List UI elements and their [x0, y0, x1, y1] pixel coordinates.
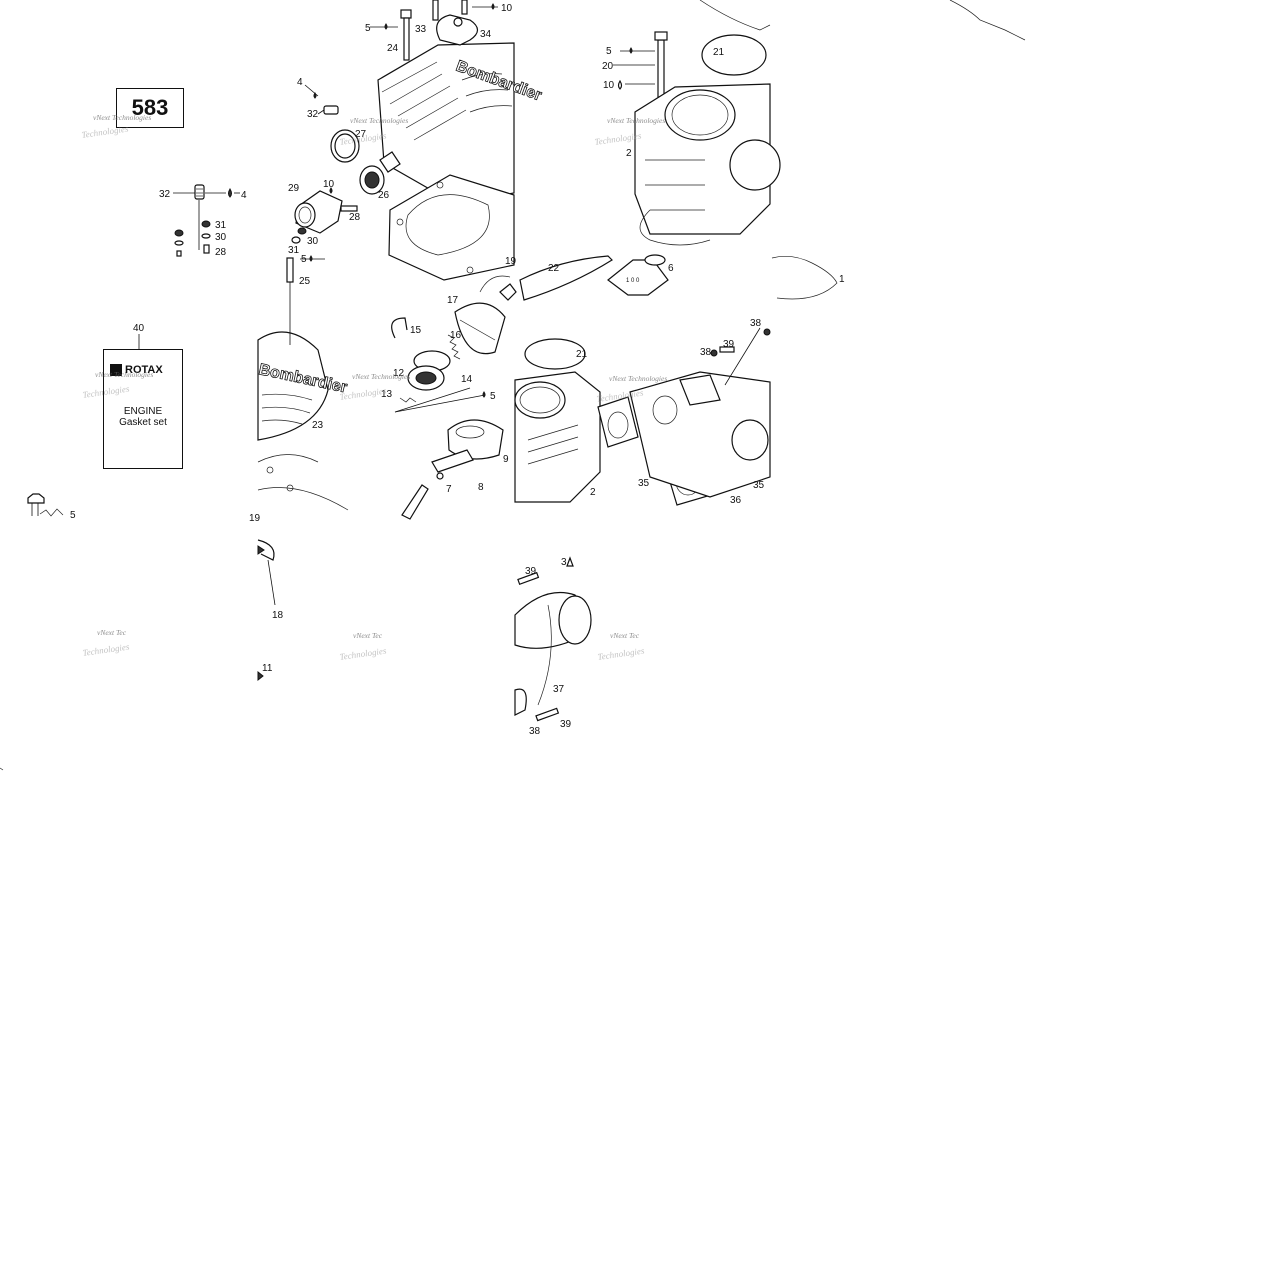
callout-32-head: 32 [307, 109, 319, 120]
callout-4a: 4 [241, 190, 247, 201]
callout-10-head: 10 [501, 3, 513, 14]
watermark: vNext Technologies [95, 370, 153, 379]
callout-25: 25 [299, 276, 311, 287]
watermark: Technologies [82, 383, 131, 400]
gasket-kit-illustration: ROTAX ENGINE Gasket set [103, 349, 183, 469]
watermark: vNext Technologies [350, 116, 408, 125]
watermark: vNext Technologies [93, 113, 151, 122]
callout-21-lower: 21 [576, 349, 588, 360]
callout-5-head: 5 [365, 23, 371, 34]
callout-12: 12 [393, 368, 405, 379]
watermark: vNext Tec [610, 631, 640, 640]
callout-39: 39 [723, 339, 735, 350]
gasket-fragment-right [949, 0, 1026, 41]
callout-31a: 31 [215, 220, 227, 231]
callout-16: 16 [450, 330, 462, 341]
callout-35: 35 [638, 478, 650, 489]
kit-title: ENGINE [123, 406, 163, 417]
callout-10-elbow: 10 [323, 179, 335, 190]
callout-33: 33 [415, 24, 427, 35]
kit-brand: ROTAX [125, 364, 163, 376]
callout-35-right: 35 [753, 480, 765, 491]
callout-6: 6 [668, 263, 674, 274]
watermark: vNext Tec [353, 631, 383, 640]
callout-23: 23 [312, 420, 324, 431]
exhaust-manifold-assembly: 21 2 38 38 39 35 35 36 [514, 318, 771, 506]
callout-34: 34 [480, 29, 492, 40]
callout-20: 20 [602, 61, 614, 72]
callout-3: 3 [561, 557, 567, 568]
callout-7: 7 [446, 484, 452, 495]
callout-8: 8 [478, 482, 484, 493]
callout-2: 2 [626, 148, 632, 159]
watermark: vNext Technologies [607, 116, 665, 125]
watermark: Technologies [82, 641, 131, 658]
callout-17: 17 [447, 295, 459, 306]
callout-22: 22 [548, 263, 560, 274]
callout-4-head: 4 [297, 77, 303, 88]
callout-10-cyl: 10 [603, 80, 615, 91]
watermark: Technologies [81, 123, 130, 140]
callout-36: 36 [730, 495, 742, 506]
callout-38-bottom: 38 [529, 726, 541, 737]
spring-clip-fragment: 19 18 11 [249, 513, 284, 682]
callout-37: 37 [553, 684, 565, 695]
piston-marking: 1 0 0 [626, 278, 640, 284]
exhaust-sleeve-assembly: 39 3 37 39 38 [514, 556, 592, 737]
callout-38: 38 [700, 347, 712, 358]
callout-30: 30 [307, 236, 319, 247]
callout-19: 19 [505, 256, 517, 267]
watermark: Technologies [339, 645, 388, 662]
kit-subtitle: Gasket set [119, 417, 167, 428]
callout-39-low: 39 [525, 566, 537, 577]
watermark: vNext Technologies [352, 372, 410, 381]
callout-19-lower: 19 [249, 513, 261, 524]
callout-15: 15 [410, 325, 422, 336]
callout-26: 26 [378, 190, 390, 201]
callout-29: 29 [288, 183, 300, 194]
callout-27: 27 [355, 129, 367, 140]
callout-38-top: 38 [750, 318, 762, 329]
callout-18: 18 [272, 610, 284, 621]
callout-9: 9 [503, 454, 509, 465]
cylinder-assembly: 5 20 10 21 2 22 6 1 0 0 1 [519, 0, 845, 301]
rotax-logo: ROTAX [110, 362, 174, 378]
callout-14: 14 [461, 374, 473, 385]
head-cover-and-valve: Bombardier 5 25 19 17 15 [257, 254, 517, 520]
callout-40: 40 [133, 323, 145, 334]
callout-30a: 30 [215, 232, 227, 243]
bolt-fragment-left: 5 [27, 493, 76, 521]
callout-21: 21 [713, 47, 725, 58]
cylinder-head-assembly: Bombardier 5 [288, 0, 544, 281]
callout-5-stud: 5 [301, 254, 307, 265]
callout-5-valve: 5 [490, 391, 496, 402]
callout-39-bottom: 39 [560, 719, 572, 730]
callout-28a: 28 [215, 247, 227, 258]
callout-28: 28 [349, 212, 361, 223]
callout-13: 13 [381, 389, 393, 400]
callout-32a: 32 [159, 189, 171, 200]
callout-2-lower: 2 [590, 487, 596, 498]
page-number-box: 583 [116, 88, 184, 128]
callout-24: 24 [387, 43, 399, 54]
callout-11: 11 [262, 663, 273, 674]
callout-5-left: 5 [70, 510, 76, 521]
watermark: vNext Technologies [609, 374, 667, 383]
callout-5-cyl: 5 [606, 46, 612, 57]
watermark: Technologies [597, 645, 646, 662]
callout-31: 31 [288, 245, 300, 256]
callout-1: 1 [839, 274, 845, 285]
watermark: vNext Tec [97, 628, 127, 637]
small-parts-group: 32 4 31 30 28 [159, 184, 247, 258]
